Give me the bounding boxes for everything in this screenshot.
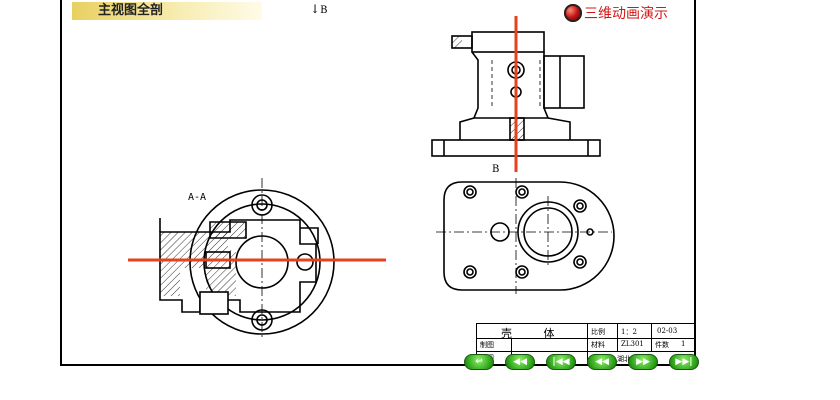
prev-button[interactable]: ◀◀ [587,354,617,370]
next-icon: ▶▶ [636,357,650,367]
part-name: 壳 体 [501,327,569,340]
first-icon: |◀◀ [552,357,570,367]
prev-icon: ◀◀ [595,357,609,367]
section-marker-b: ↓B [310,2,328,16]
back-icon: ↩ [475,357,483,367]
view-title: 主视图全剖 [72,2,262,20]
3d-animation-demo-button[interactable]: 三维动画演示 [564,2,668,24]
top-view [436,178,615,294]
next-button[interactable]: ▶▶ [628,354,658,370]
drawing-frame [60,0,696,366]
last-button[interactable]: ▶▶| [669,354,699,370]
first-button[interactable]: |◀◀ [546,354,576,370]
red-ball-icon [564,4,582,22]
view-label-b: B [492,164,499,175]
back-button[interactable]: ↩ [464,354,494,370]
rewind-button[interactable]: ◀◀ [505,354,535,370]
section-label: A-A [188,192,206,203]
section-view [159,178,335,340]
navigation-bar: ↩ ◀◀ |◀◀ ◀◀ ▶▶ ▶▶| [464,354,699,370]
demo-label: 三维动画演示 [584,6,668,22]
last-icon: ▶▶| [675,357,693,367]
rewind-icon: ◀◀ [513,357,527,367]
